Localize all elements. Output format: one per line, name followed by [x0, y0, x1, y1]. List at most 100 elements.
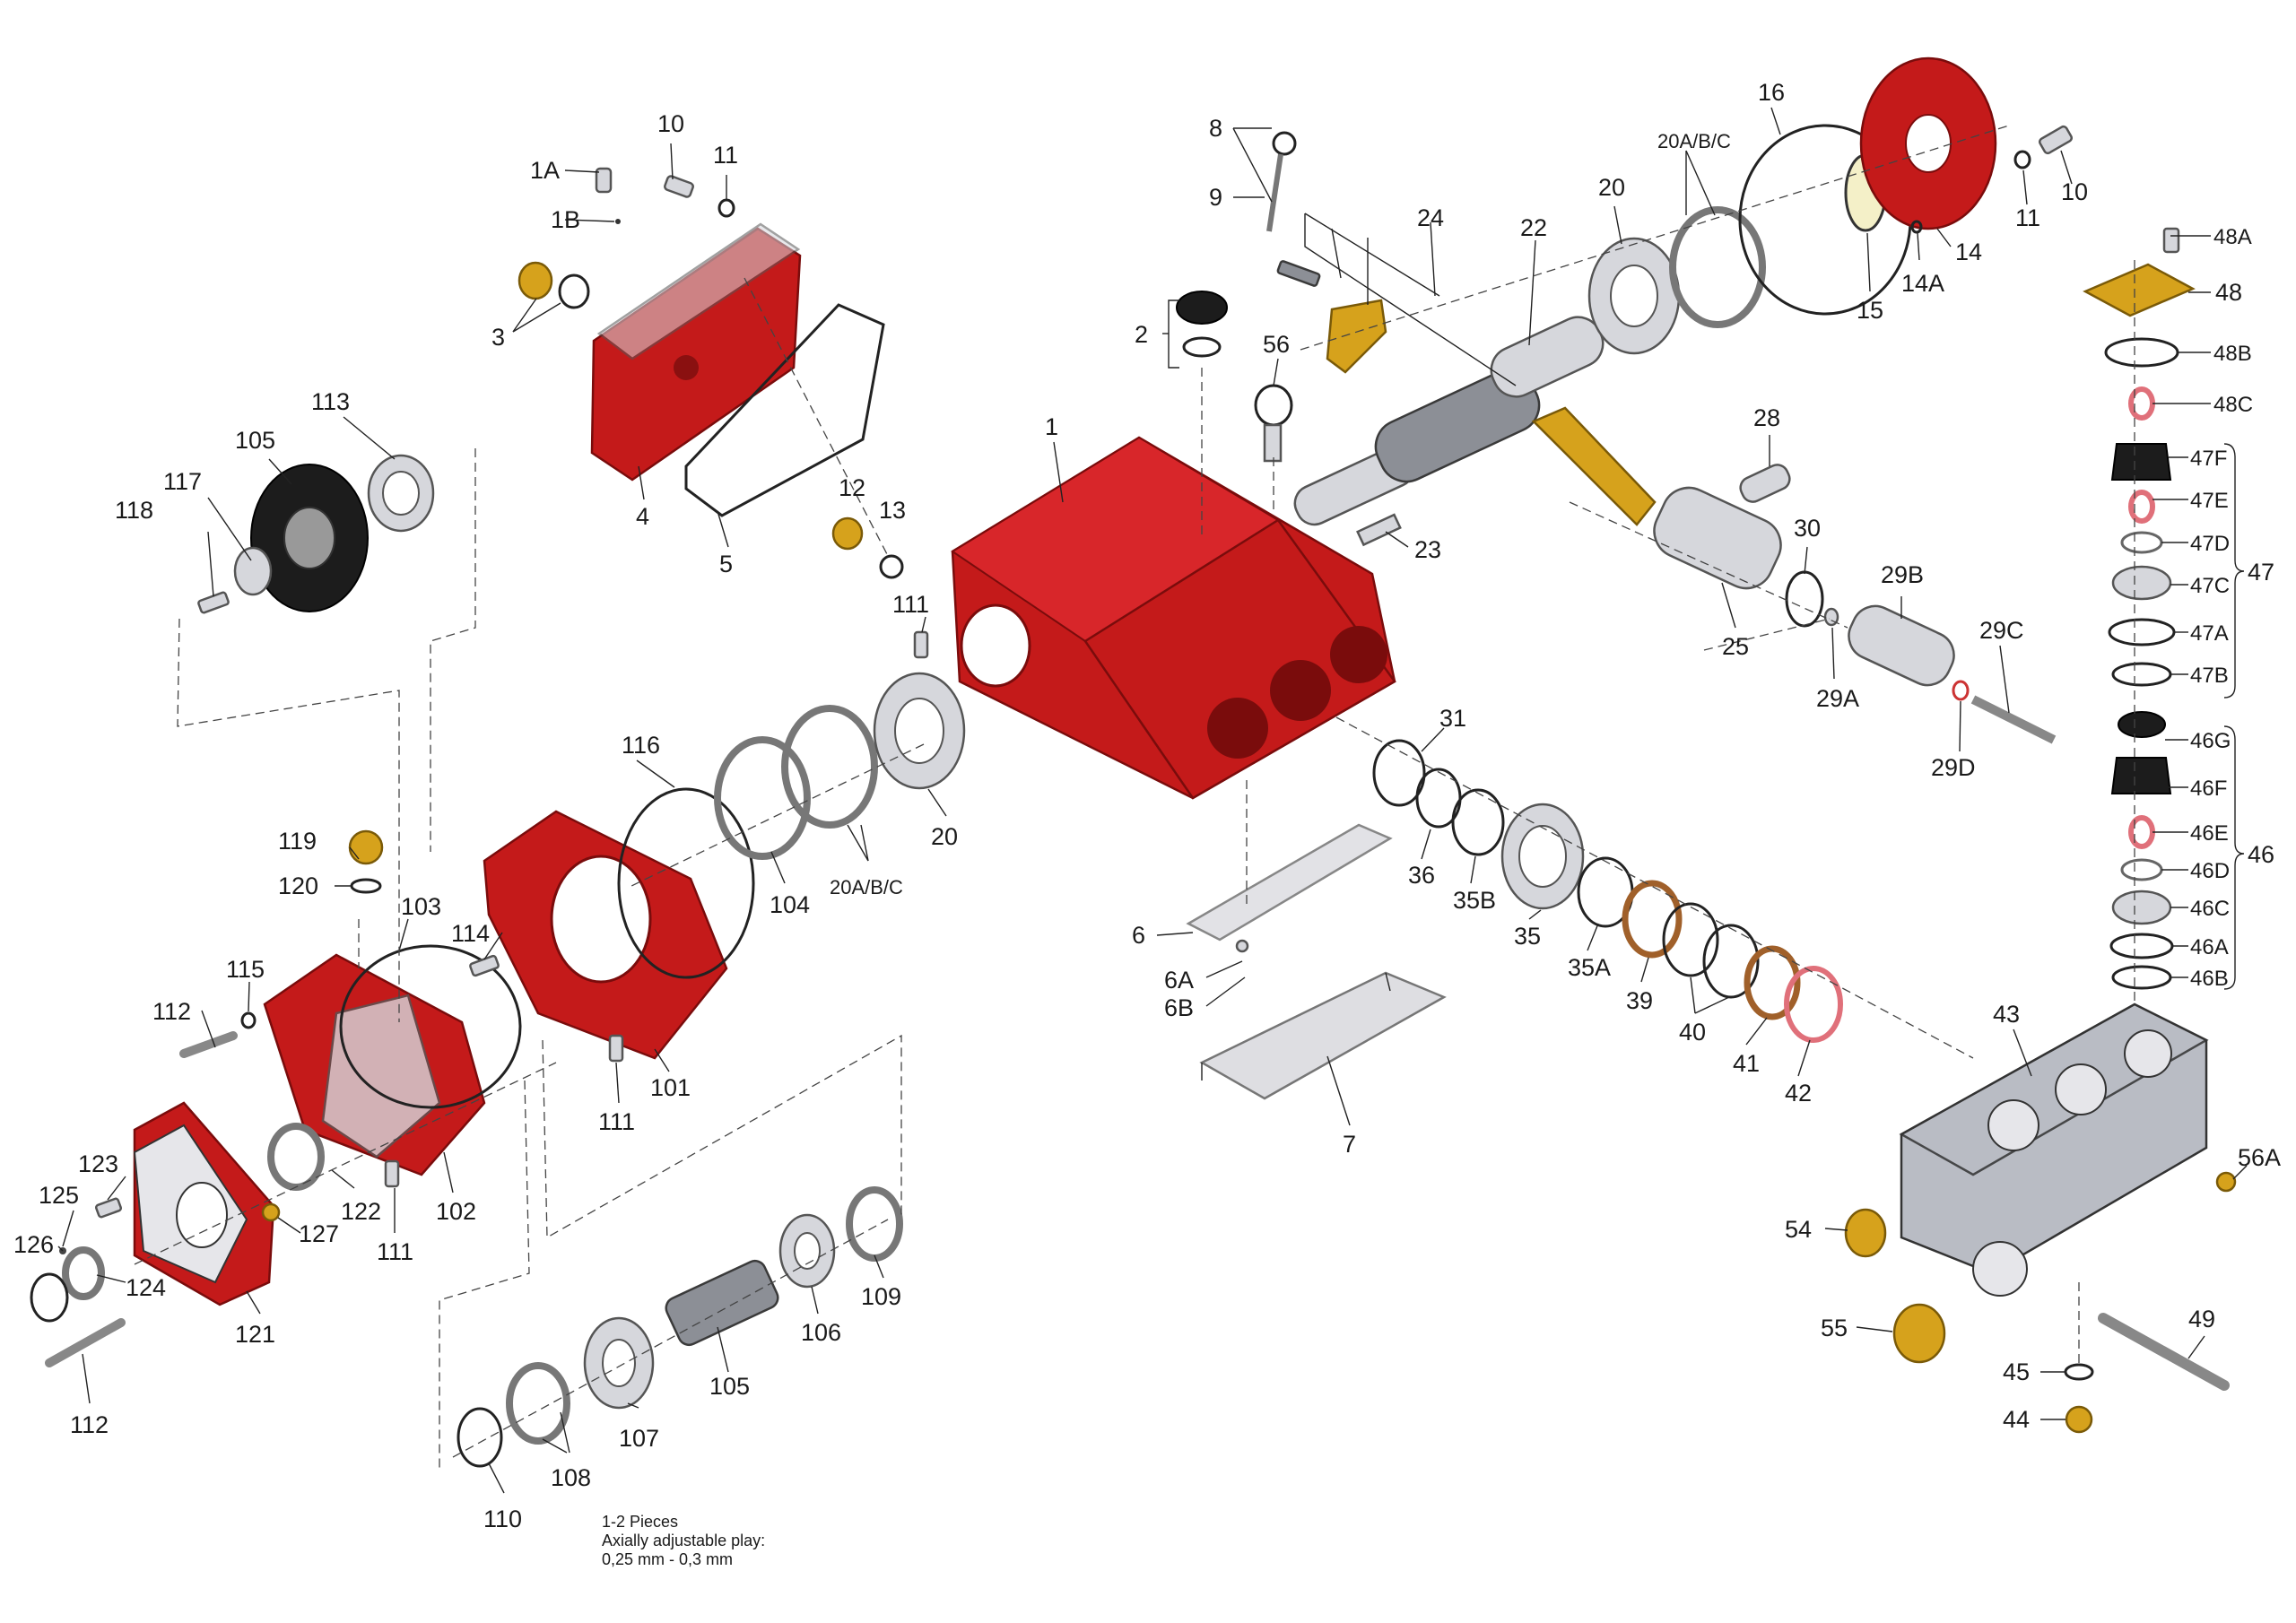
label-127: 127 — [299, 1220, 339, 1247]
label-55: 55 — [1821, 1315, 1848, 1341]
manifold-plug-part — [1844, 1171, 2237, 1364]
cover-bolt-part — [2013, 125, 2074, 169]
main-bearing-part — [1587, 237, 1681, 355]
part-labels: 1 1A 1B 2 3 4 5 6 6A 6B 7 8 9 10 10 11 1… — [13, 79, 2281, 1532]
label-15: 15 — [1857, 297, 1883, 324]
washer-117-part — [233, 546, 273, 596]
label-31: 31 — [1439, 705, 1466, 732]
seal-110-part — [457, 1407, 503, 1468]
drain-plug-part — [831, 516, 904, 579]
label-111-b: 111 — [598, 1108, 635, 1135]
center-lines — [134, 125, 2135, 1471]
label-102: 102 — [436, 1198, 476, 1225]
label-111-a: 111 — [892, 591, 929, 618]
oil-plate-part — [1186, 823, 1393, 953]
label-46b: 46B — [2190, 967, 2229, 991]
label-114: 114 — [451, 920, 490, 947]
gear-105-part — [250, 464, 369, 612]
label-104: 104 — [770, 891, 810, 918]
label-47: 47 — [2248, 559, 2274, 586]
washer-115-part — [240, 1011, 257, 1029]
note-line-1: 1-2 Pieces — [602, 1513, 679, 1531]
label-30: 30 — [1794, 515, 1821, 542]
pin-111c-part — [384, 1159, 400, 1188]
label-23: 23 — [1414, 536, 1441, 563]
label-29c: 29C — [1979, 617, 2024, 644]
label-126: 126 — [13, 1231, 54, 1258]
label-41: 41 — [1733, 1050, 1760, 1077]
label-109: 109 — [861, 1283, 901, 1310]
label-36: 36 — [1408, 862, 1435, 889]
plunger-part — [1823, 604, 2057, 744]
label-5: 5 — [719, 551, 733, 577]
label-20-right: 20 — [1598, 174, 1625, 201]
screw-123-part — [94, 1197, 123, 1219]
key-part — [1356, 513, 1402, 547]
rod-bolt-part — [1276, 260, 1321, 287]
oil-seal-part — [1785, 570, 1824, 628]
label-35b: 35B — [1453, 887, 1496, 914]
crankcase-cover-part — [590, 222, 802, 482]
leader-lines — [57, 107, 2248, 1494]
o-ring-103-part — [339, 944, 522, 1109]
oil-plug-part — [517, 261, 590, 309]
label-101: 101 — [650, 1074, 691, 1101]
label-48c: 48C — [2213, 393, 2253, 417]
label-56: 56 — [1263, 331, 1290, 358]
label-105-top: 105 — [235, 427, 275, 454]
label-22: 22 — [1520, 214, 1547, 241]
label-20abc-left: 20A/B/C — [830, 876, 903, 898]
label-46a: 46A — [2190, 935, 2229, 959]
label-42: 42 — [1785, 1080, 1812, 1107]
plug-119-part — [348, 829, 384, 894]
adjustment-note: 1-2 Pieces Axially adjustable play: 0,25… — [602, 1513, 765, 1569]
breather-part — [595, 167, 621, 224]
label-6b: 6B — [1164, 994, 1194, 1021]
label-46f: 46F — [2190, 777, 2227, 801]
label-11-top: 11 — [713, 142, 738, 169]
label-45: 45 — [2003, 1358, 2030, 1385]
label-122: 122 — [341, 1198, 381, 1225]
manifold-part — [1899, 1002, 2209, 1297]
label-1a: 1A — [530, 157, 560, 184]
screw-112-part — [179, 1031, 238, 1058]
seal-122-part — [267, 1123, 325, 1191]
shim-part — [1669, 206, 1766, 328]
label-123: 123 — [78, 1150, 118, 1177]
label-9: 9 — [1209, 184, 1222, 211]
label-20-left: 20 — [931, 823, 958, 850]
drip-tray-part — [1199, 971, 1447, 1100]
bearing-cover-part — [1859, 56, 1997, 230]
label-46d: 46D — [2190, 859, 2230, 883]
label-29a: 29A — [1816, 685, 1859, 712]
label-25: 25 — [1722, 633, 1749, 660]
label-49: 49 — [2188, 1306, 2215, 1332]
label-111-c: 111 — [377, 1238, 413, 1265]
valve-stack-part — [2083, 227, 2196, 990]
screw-118-part — [197, 591, 230, 614]
label-14: 14 — [1955, 239, 1982, 265]
label-43: 43 — [1993, 1001, 2020, 1028]
label-46: 46 — [2248, 841, 2274, 868]
note-line-3: 0,25 mm - 0,3 mm — [602, 1550, 734, 1568]
label-54: 54 — [1785, 1216, 1812, 1243]
label-35: 35 — [1514, 923, 1541, 950]
label-12: 12 — [839, 474, 865, 501]
label-115: 115 — [226, 956, 265, 983]
label-28: 28 — [1753, 404, 1780, 431]
label-48: 48 — [2215, 279, 2242, 306]
label-1: 1 — [1045, 413, 1058, 440]
pinion-shaft-105-part — [665, 1259, 779, 1347]
label-39: 39 — [1626, 987, 1653, 1014]
ring-126-part — [30, 1272, 69, 1323]
pin-111b-part — [608, 1034, 624, 1063]
crankcase-part — [951, 436, 1396, 800]
label-121: 121 — [235, 1321, 275, 1348]
label-112-a: 112 — [152, 998, 191, 1025]
label-124: 124 — [126, 1274, 166, 1301]
plug-127-part — [261, 1202, 281, 1222]
label-112-b: 112 — [70, 1411, 109, 1438]
label-105-bottom: 105 — [709, 1373, 750, 1400]
dipstick-part — [1266, 131, 1297, 232]
